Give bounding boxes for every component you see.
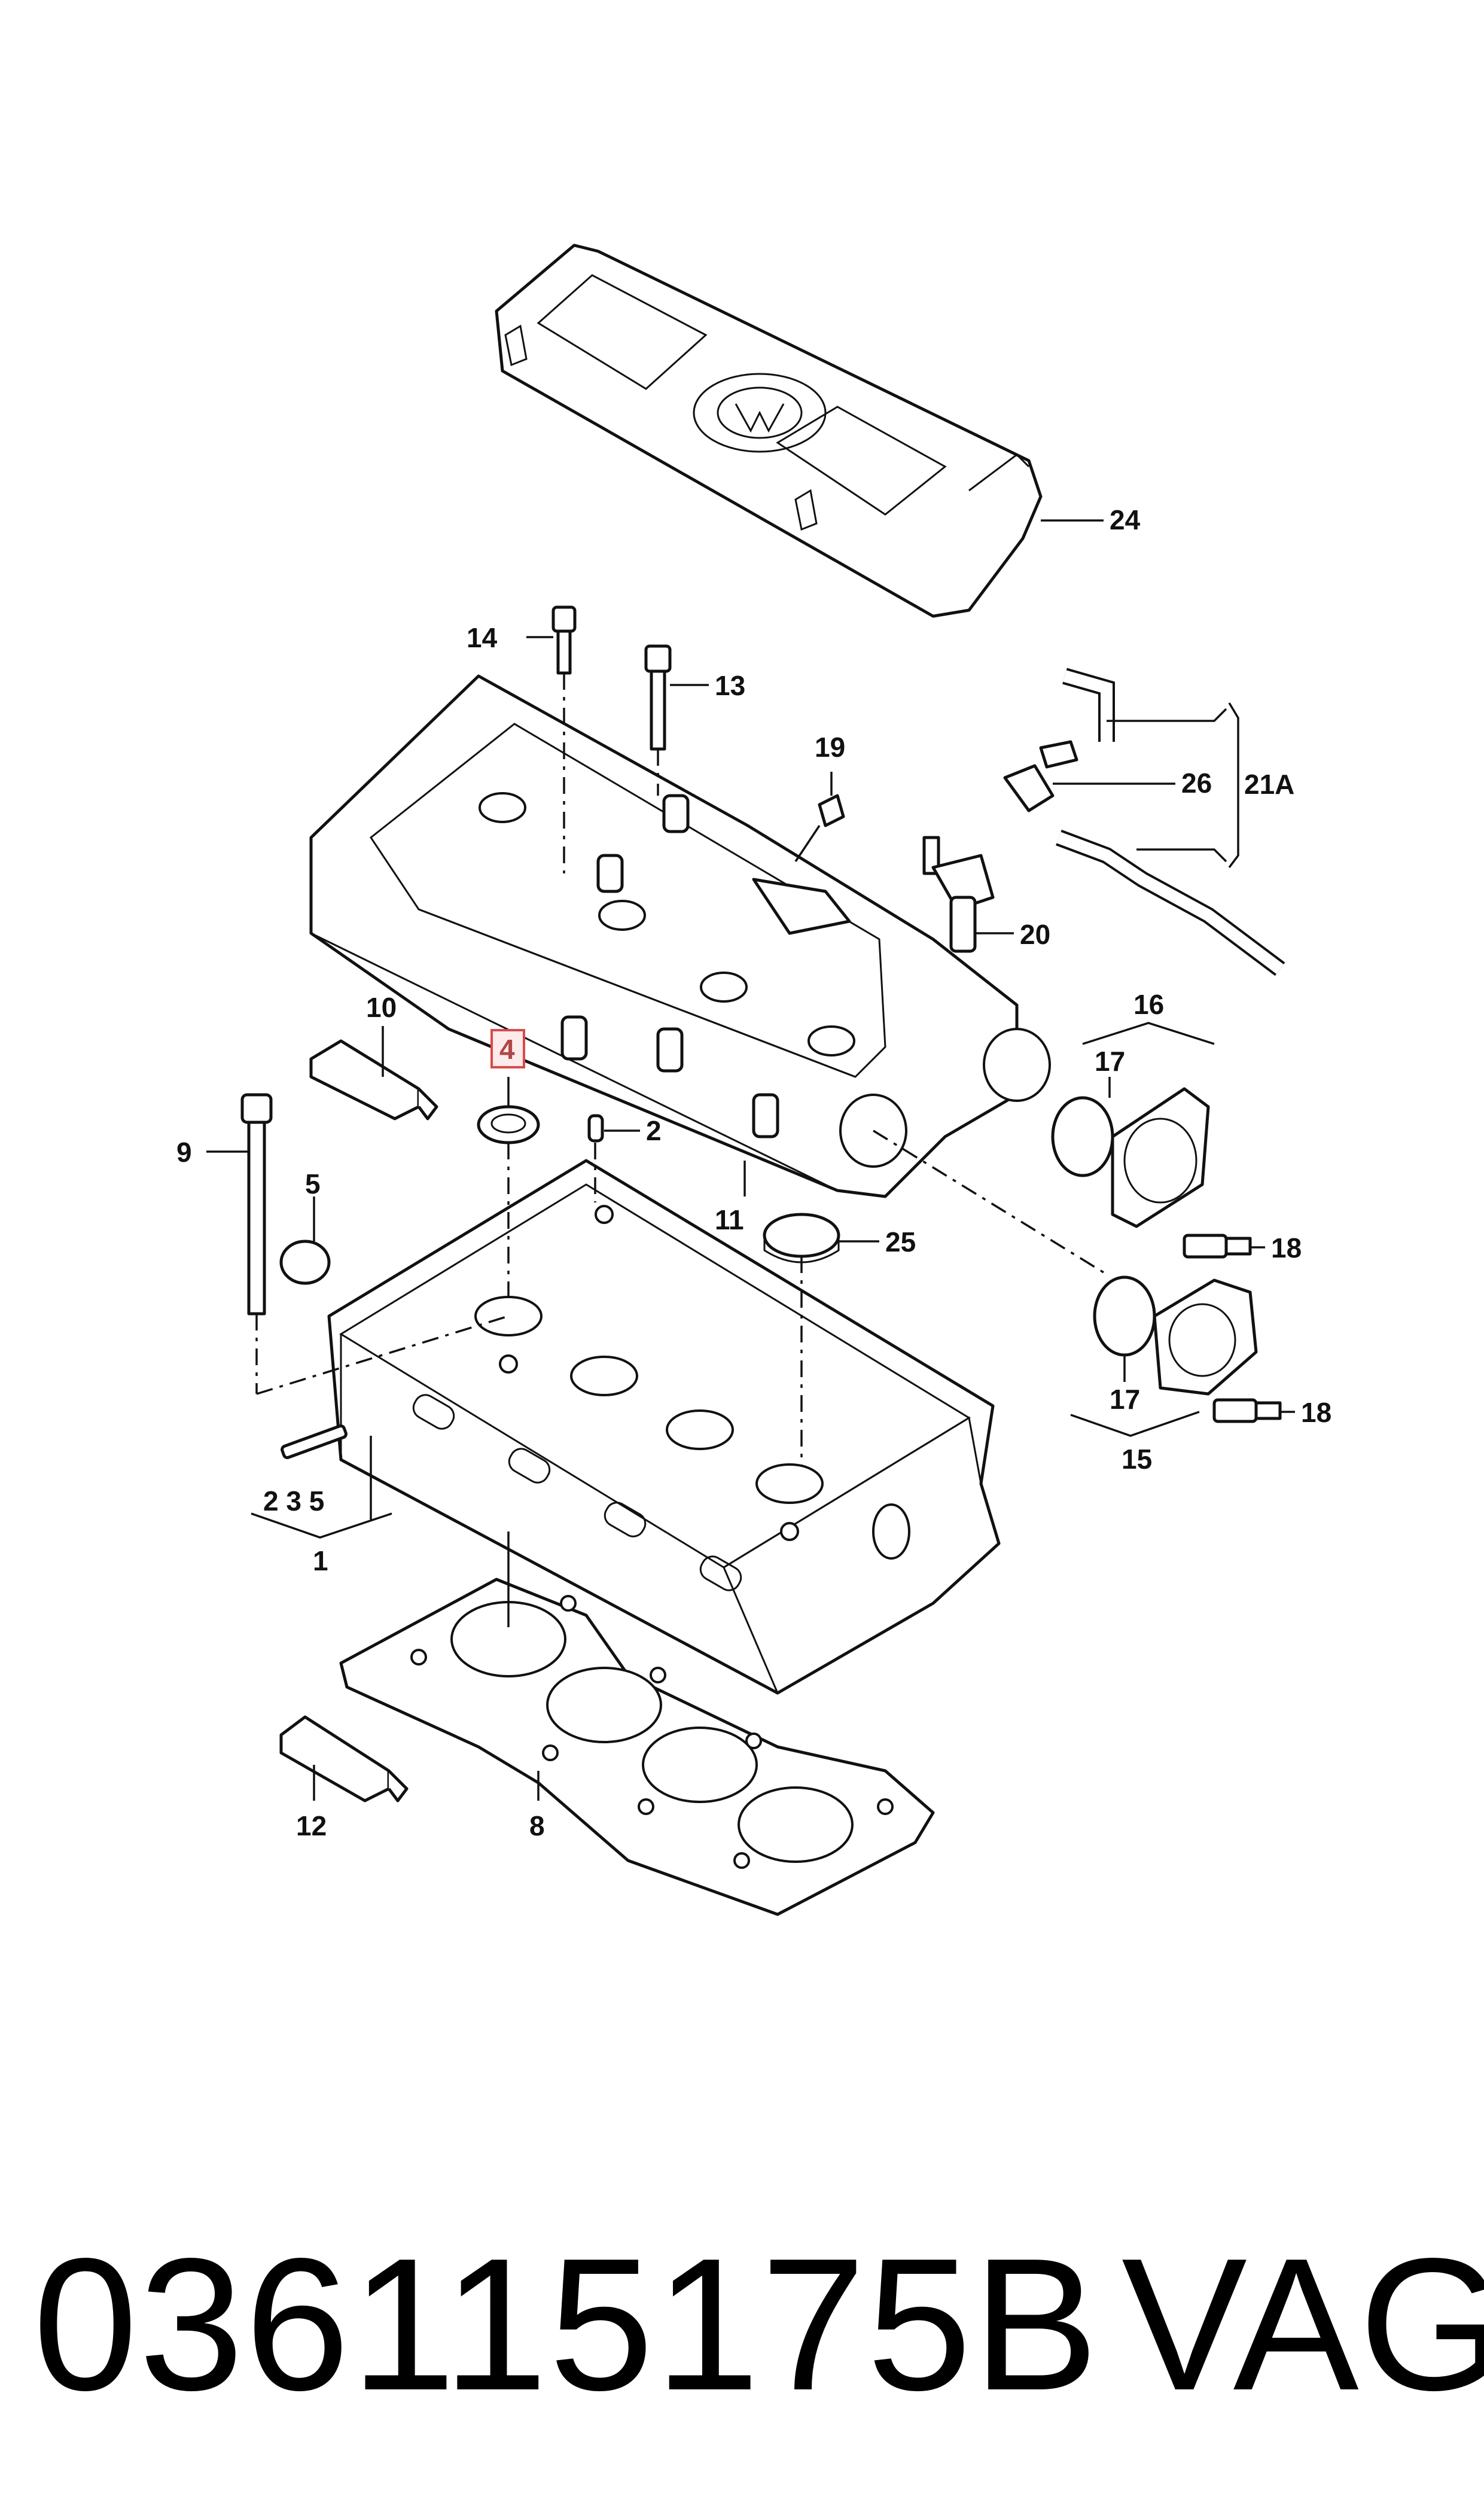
callout-26: 26 [1181, 768, 1212, 799]
cap-19-part [818, 794, 845, 827]
callout-17-lower: 17 [1110, 1384, 1140, 1415]
callout-14: 14 [467, 622, 498, 653]
brand-label: VAG [1122, 2219, 1484, 2429]
bolt-18a-part [1183, 1234, 1252, 1259]
callout-2: 2 [646, 1115, 662, 1146]
callout-18-lower: 18 [1301, 1397, 1331, 1428]
sensor-20-part [922, 836, 995, 953]
sealant-tube-12-part [279, 1715, 409, 1803]
bolt-18b-part [1212, 1398, 1282, 1423]
callout-4-highlight [490, 1029, 525, 1068]
stud-part [281, 1424, 348, 1460]
callout-12: 12 [296, 1810, 327, 1841]
vacuum-pump-16-part [1111, 1087, 1210, 1228]
callout-19: 19 [815, 732, 845, 763]
breather-hose-21a-part [1003, 668, 1285, 976]
callout-17-upper: 17 [1095, 1046, 1125, 1077]
bolt-13-part [644, 644, 672, 751]
cylinder-head-part [327, 1159, 1001, 1695]
callout-21a: 21A [1244, 769, 1294, 800]
cover-15-part [1153, 1278, 1258, 1396]
callout-18-upper: 18 [1271, 1232, 1302, 1263]
callout-4: 4 [499, 1034, 515, 1065]
dowel-pin-2-part [587, 1114, 604, 1143]
head-gasket-8-part [339, 1578, 935, 1916]
callout-8: 8 [529, 1810, 545, 1841]
bolt-14-part [551, 605, 577, 675]
engine-cover-part [495, 243, 1043, 618]
callout-20: 20 [1020, 919, 1050, 950]
sealant-tube-10-part [309, 1039, 438, 1121]
callout-24: 24 [1110, 504, 1141, 535]
bolt-9-part [240, 1093, 273, 1316]
callout-2-3-5: 2 3 5 [263, 1485, 324, 1517]
callout-5: 5 [305, 1168, 321, 1199]
callout-13: 13 [715, 670, 745, 701]
callout-11: 11 [715, 1204, 744, 1235]
callout-25: 25 [885, 1226, 916, 1258]
callout-10: 10 [366, 992, 397, 1023]
callout-16: 16 [1133, 989, 1164, 1020]
callout-15: 15 [1122, 1444, 1152, 1475]
callout-1: 1 [313, 1545, 328, 1576]
seal-ring-25-part [763, 1213, 840, 1263]
oil-seal-4-part [477, 1105, 540, 1144]
o-ring-17b-part [1093, 1275, 1156, 1357]
cylinder-head-cover-part [309, 674, 1051, 1198]
plug-5-part [279, 1240, 331, 1285]
part-number-label: 036115175B [33, 2219, 1100, 2429]
callout-9: 9 [176, 1137, 192, 1168]
o-ring-17a-part [1051, 1096, 1114, 1177]
